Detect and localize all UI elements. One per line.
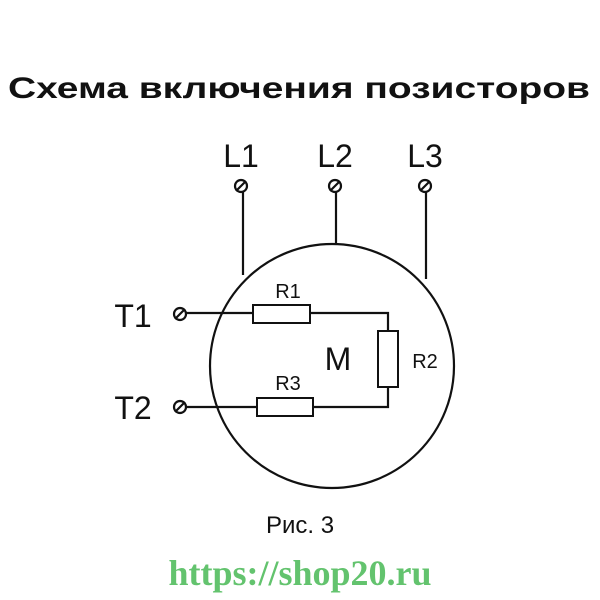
resistor-label-r3: R3	[275, 373, 301, 395]
motor-circle	[208, 242, 456, 490]
resistor-label-r1: R1	[275, 281, 301, 303]
terminal-screw-icon	[233, 178, 249, 194]
resistor-label-r2: R2	[412, 351, 438, 373]
diagram-title: Схема включения позисторов	[8, 72, 590, 105]
terminal-label-t1: T1	[114, 298, 151, 334]
terminal-screw-icon	[327, 178, 343, 194]
figure-caption: Рис. 3	[266, 512, 334, 539]
motor-label: M	[325, 341, 352, 377]
resistor-r1	[252, 304, 311, 324]
terminal-label-l3: L3	[407, 138, 443, 174]
terminal-label-l2: L2	[317, 138, 353, 174]
resistor-r2	[377, 330, 399, 388]
terminal-label-l1: L1	[223, 138, 259, 174]
resistor-r3	[256, 397, 314, 417]
watermark: https://shop20.ru	[168, 553, 431, 593]
terminal-label-t2: T2	[114, 390, 151, 426]
terminal-screw-icon	[417, 178, 433, 194]
